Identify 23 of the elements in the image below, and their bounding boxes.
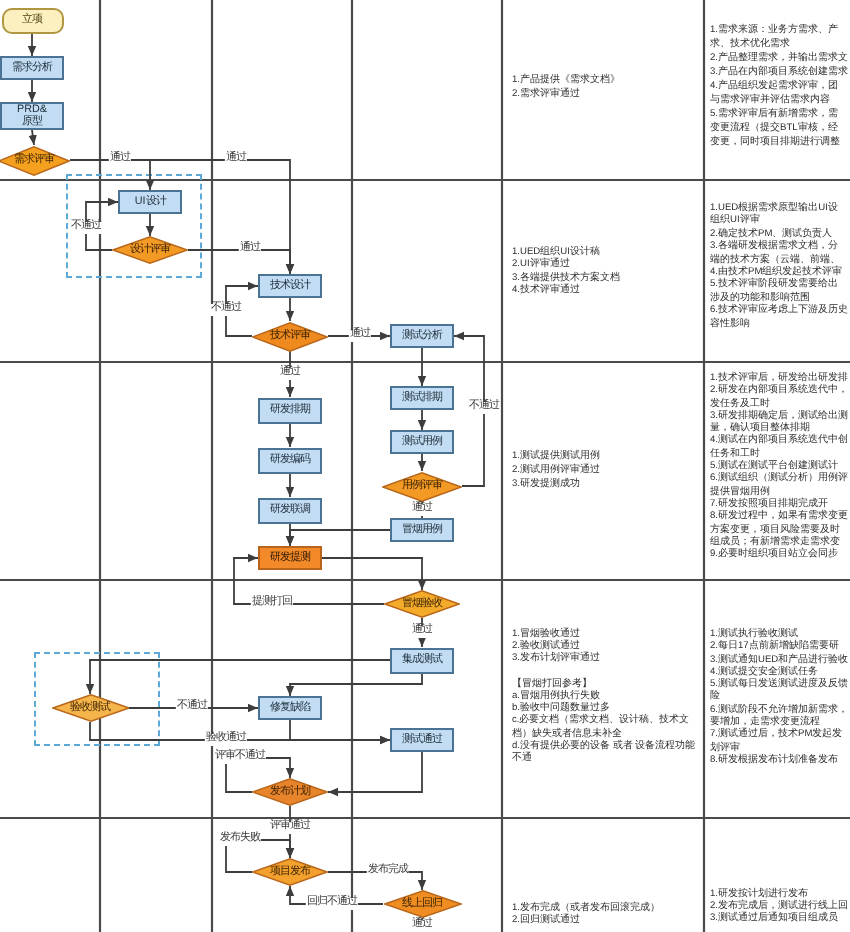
arrow xyxy=(417,409,427,431)
dashed-group-frame xyxy=(34,652,160,746)
arrow xyxy=(285,529,391,547)
arrow xyxy=(27,79,37,103)
arrow xyxy=(285,472,295,498)
arrow xyxy=(321,557,427,591)
arrow xyxy=(85,197,119,251)
dashed-group-frame xyxy=(66,174,202,278)
arrow xyxy=(417,347,427,387)
arrow xyxy=(285,672,423,697)
arrow xyxy=(28,129,37,146)
arrow xyxy=(417,453,427,472)
arrow xyxy=(417,617,427,648)
arrow xyxy=(85,659,391,695)
arrow xyxy=(285,350,295,398)
arrow xyxy=(145,213,155,237)
arrow xyxy=(285,297,295,322)
arrow xyxy=(327,751,423,797)
arrow xyxy=(453,331,485,487)
arrow xyxy=(285,422,295,448)
arrow xyxy=(289,719,391,745)
arrow xyxy=(225,281,259,337)
arrow xyxy=(27,32,37,57)
